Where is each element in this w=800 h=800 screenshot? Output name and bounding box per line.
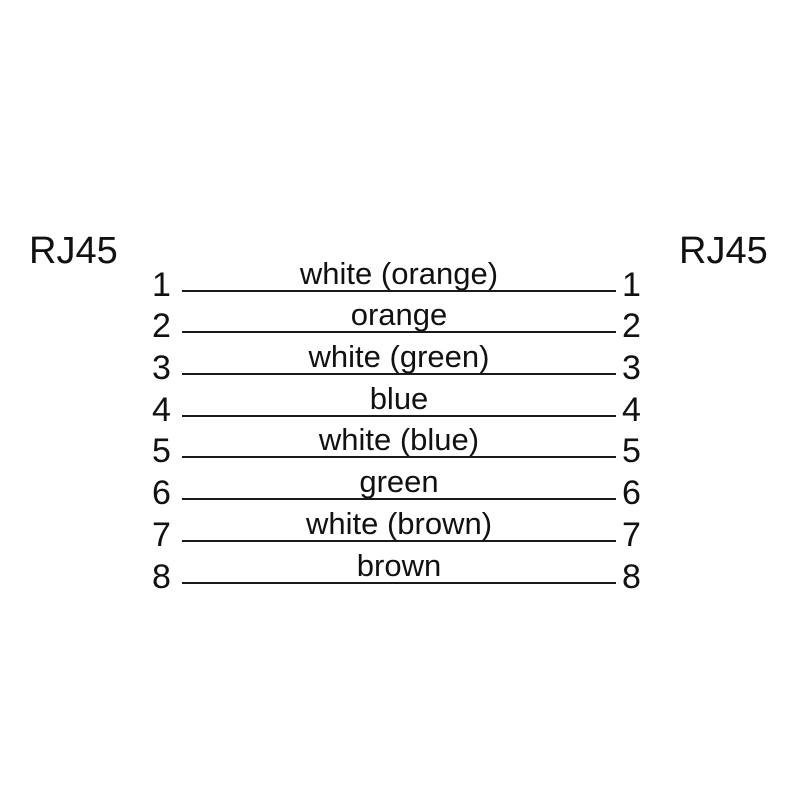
pin-number-right: 8 — [622, 557, 641, 596]
pin-number-left: 8 — [152, 557, 171, 596]
wire-color-label: white (green) — [308, 339, 490, 375]
pin-number-left: 3 — [152, 349, 171, 388]
pin-number-left: 7 — [152, 515, 171, 554]
wire-row: 7 white (brown) 7 — [0, 500, 800, 552]
wire-line — [182, 373, 616, 376]
pin-number-right: 1 — [622, 265, 641, 304]
wire-row: 2 orange 2 — [0, 292, 800, 343]
pin-number-right: 5 — [622, 432, 641, 471]
pin-number-right: 3 — [622, 349, 641, 388]
pin-number-left: 6 — [152, 474, 171, 513]
wire-color-label: brown — [356, 547, 442, 583]
wire-color-label: blue — [369, 380, 429, 416]
wire-color-label: white (brown) — [305, 505, 493, 541]
wire-line — [182, 289, 616, 292]
wire-row: 6 green 6 — [0, 458, 800, 510]
wire-line — [182, 581, 616, 584]
pin-number-left: 1 — [152, 265, 171, 304]
pin-number-right: 7 — [622, 515, 641, 554]
pin-number-left: 4 — [152, 390, 171, 429]
wire-line — [182, 414, 616, 417]
wire-row: 1 white (orange) 1 — [0, 250, 800, 302]
wire-line — [182, 539, 616, 542]
wire-row: 5 white (blue) 5 — [0, 417, 800, 468]
wire-line — [182, 498, 616, 501]
wire-line — [182, 331, 616, 334]
connector-right-label: RJ45 — [679, 230, 768, 272]
wire-row-list: 1 white (orange) 1 2 orange 2 3 white (g… — [0, 250, 800, 594]
pin-number-left: 5 — [152, 432, 171, 471]
wire-color-label: orange — [350, 297, 448, 333]
pin-number-left: 2 — [152, 307, 171, 346]
pin-number-right: 2 — [622, 307, 641, 346]
wire-color-label: white (blue) — [318, 422, 480, 458]
wire-color-label: green — [359, 464, 439, 500]
pin-number-right: 4 — [622, 390, 641, 429]
connector-left-label: RJ45 — [29, 230, 118, 272]
wire-row: 8 brown 8 — [0, 542, 800, 594]
pin-number-right: 6 — [622, 474, 641, 513]
wire-row: 4 blue 4 — [0, 375, 800, 427]
wire-line — [182, 456, 616, 459]
wire-row: 3 white (green) 3 — [0, 333, 800, 385]
wire-color-label: white (orange) — [299, 255, 499, 291]
